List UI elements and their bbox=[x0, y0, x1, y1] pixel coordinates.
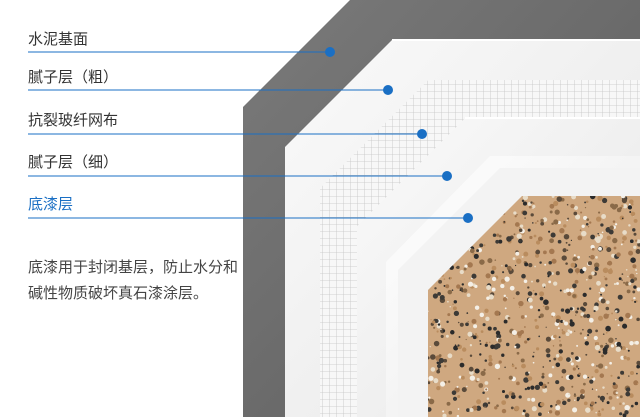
primer-layer-label: 底漆层 bbox=[28, 195, 74, 213]
coarse-putty-layer-label: 腻子层（粗） bbox=[28, 68, 119, 86]
primer-marker-dot bbox=[463, 213, 473, 223]
coarse-putty-marker-dot bbox=[383, 85, 393, 95]
cement-marker-dot bbox=[325, 47, 335, 57]
cement-layer-label: 水泥基面 bbox=[28, 30, 89, 48]
primer-description: 底漆用于封闭基层，防止水分和碱性物质破坏真石漆涂层。 bbox=[28, 258, 239, 302]
fine-putty-layer-label: 腻子层（细） bbox=[28, 153, 119, 171]
mesh-layer-label: 抗裂玻纤网布 bbox=[28, 111, 119, 129]
mesh-marker-dot bbox=[417, 129, 427, 139]
fine-putty-marker-dot bbox=[442, 171, 452, 181]
